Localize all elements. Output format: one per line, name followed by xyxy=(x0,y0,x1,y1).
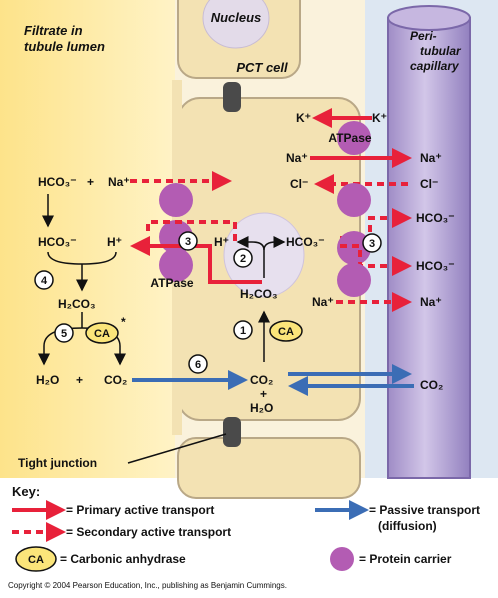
ca-asterisk: * xyxy=(121,315,126,329)
key-carrier-circle xyxy=(330,547,354,571)
hco3-out-arrow-2 xyxy=(340,244,412,276)
h-atpase-arrow xyxy=(130,236,262,284)
nucleus-label: Nucleus xyxy=(211,10,262,25)
key-ca-label: CA xyxy=(28,554,44,566)
baso-na-2: Na⁺ xyxy=(312,295,334,309)
capillary-label-2: tubular xyxy=(420,44,462,58)
lumen-hco3: HCO₃⁻ xyxy=(38,175,77,189)
basolateral-carrier-1 xyxy=(337,183,371,217)
key-ca-badge xyxy=(15,546,57,572)
basolateral-atpase-carrier xyxy=(337,121,371,155)
step-2-circle xyxy=(233,248,253,268)
lumen-plus-1: + xyxy=(87,175,94,189)
key-passive-label: = Passive transport xyxy=(369,503,480,517)
cell-ca-badge xyxy=(269,320,303,342)
step-5-label: 5 xyxy=(61,328,67,340)
step-3-left-circle xyxy=(178,231,198,251)
cap-cl: Cl⁻ xyxy=(420,177,438,191)
step-5-circle xyxy=(54,323,74,343)
step-1-label: 1 xyxy=(240,325,246,337)
step-1-circle xyxy=(233,320,253,340)
apical-carrier-1 xyxy=(159,183,193,217)
copyright-text: Copyright © 2004 Pearson Education, Inc.… xyxy=(8,581,287,590)
baso-k-left: K⁺ xyxy=(296,111,311,125)
step-6-circle xyxy=(188,354,208,374)
lumen-ca-label: CA xyxy=(94,328,110,340)
apical-atpase-label: ATPase xyxy=(150,276,193,290)
lower-cell xyxy=(177,437,361,499)
baso-na-left: Na⁺ xyxy=(286,151,308,165)
key-secondary-label: = Secondary active transport xyxy=(66,525,231,539)
cap-na-1: Na⁺ xyxy=(420,151,442,165)
key-carrier-label: = Protein carrier xyxy=(359,552,452,566)
lumen-label-2: tubule lumen xyxy=(24,39,105,54)
tight-junction-pointer xyxy=(127,433,227,464)
capillary-label-1: Peri- xyxy=(410,29,437,43)
pct-cell-label: PCT cell xyxy=(236,60,288,75)
to-hco3-arrow xyxy=(263,236,286,251)
cell-ca-label: CA xyxy=(278,326,294,338)
tight-junction-label: Tight junction xyxy=(18,456,97,470)
cap-hco3-1: HCO₃⁻ xyxy=(416,211,455,225)
step-3-right-label: 3 xyxy=(369,238,375,250)
tubule-lumen-region xyxy=(0,0,175,478)
capillary-opening xyxy=(387,5,471,31)
cell-h2o: H₂O xyxy=(250,401,273,415)
nucleus-top xyxy=(202,0,270,49)
lumen-ca-badge xyxy=(85,322,119,344)
step-4-circle xyxy=(34,270,54,290)
key-diffusion-label: (diffusion) xyxy=(378,519,437,533)
step-6-label: 6 xyxy=(195,359,201,371)
cell-hco3: HCO₃⁻ xyxy=(286,235,325,249)
key-title: Key: xyxy=(12,484,40,499)
baso-k-right: K⁺ xyxy=(372,111,387,125)
lumen-na: Na⁺ xyxy=(108,175,130,189)
lumen-h2co3: H₂CO₃ xyxy=(58,297,96,311)
lumen-h: H⁺ xyxy=(107,235,122,249)
apical-atpase-carrier xyxy=(159,248,193,282)
cell-plus: + xyxy=(260,387,267,401)
capillary-label-3: capillary xyxy=(410,59,460,73)
lumen-plus-2: + xyxy=(76,373,83,387)
lumen-label-1: Filtrate in xyxy=(24,23,83,38)
peritubular-capillary xyxy=(387,17,471,479)
tight-junction-top xyxy=(223,82,241,112)
step-2-label: 2 xyxy=(240,253,246,265)
step-4-label: 4 xyxy=(41,275,48,287)
cell-h2co3: H₂CO₃ xyxy=(240,287,278,301)
step-3-right-circle xyxy=(362,233,382,253)
capillary-co2: CO₂ xyxy=(420,378,443,392)
lumen-hco3-2: HCO₃⁻ xyxy=(38,235,77,249)
baso-cl-left: Cl⁻ xyxy=(290,177,308,191)
lumen-co2: CO₂ xyxy=(104,373,127,387)
key-carbonic-label: = Carbonic anhydrase xyxy=(60,552,186,566)
basolateral-carrier-3 xyxy=(337,263,371,297)
cell-h: H⁺ xyxy=(214,235,229,249)
cap-na-2: Na⁺ xyxy=(420,295,442,309)
tight-junction-bottom xyxy=(223,417,241,447)
key-primary-label: = Primary active transport xyxy=(66,503,214,517)
basolateral-atpase-label: ATPase xyxy=(328,131,371,145)
lumen-h2o: H₂O xyxy=(36,373,59,387)
cell-co2: CO₂ xyxy=(250,373,273,387)
h-antiport-loop xyxy=(146,220,237,241)
cap-hco3-2: HCO₃⁻ xyxy=(416,259,455,273)
step-3-left-label: 3 xyxy=(185,236,191,248)
